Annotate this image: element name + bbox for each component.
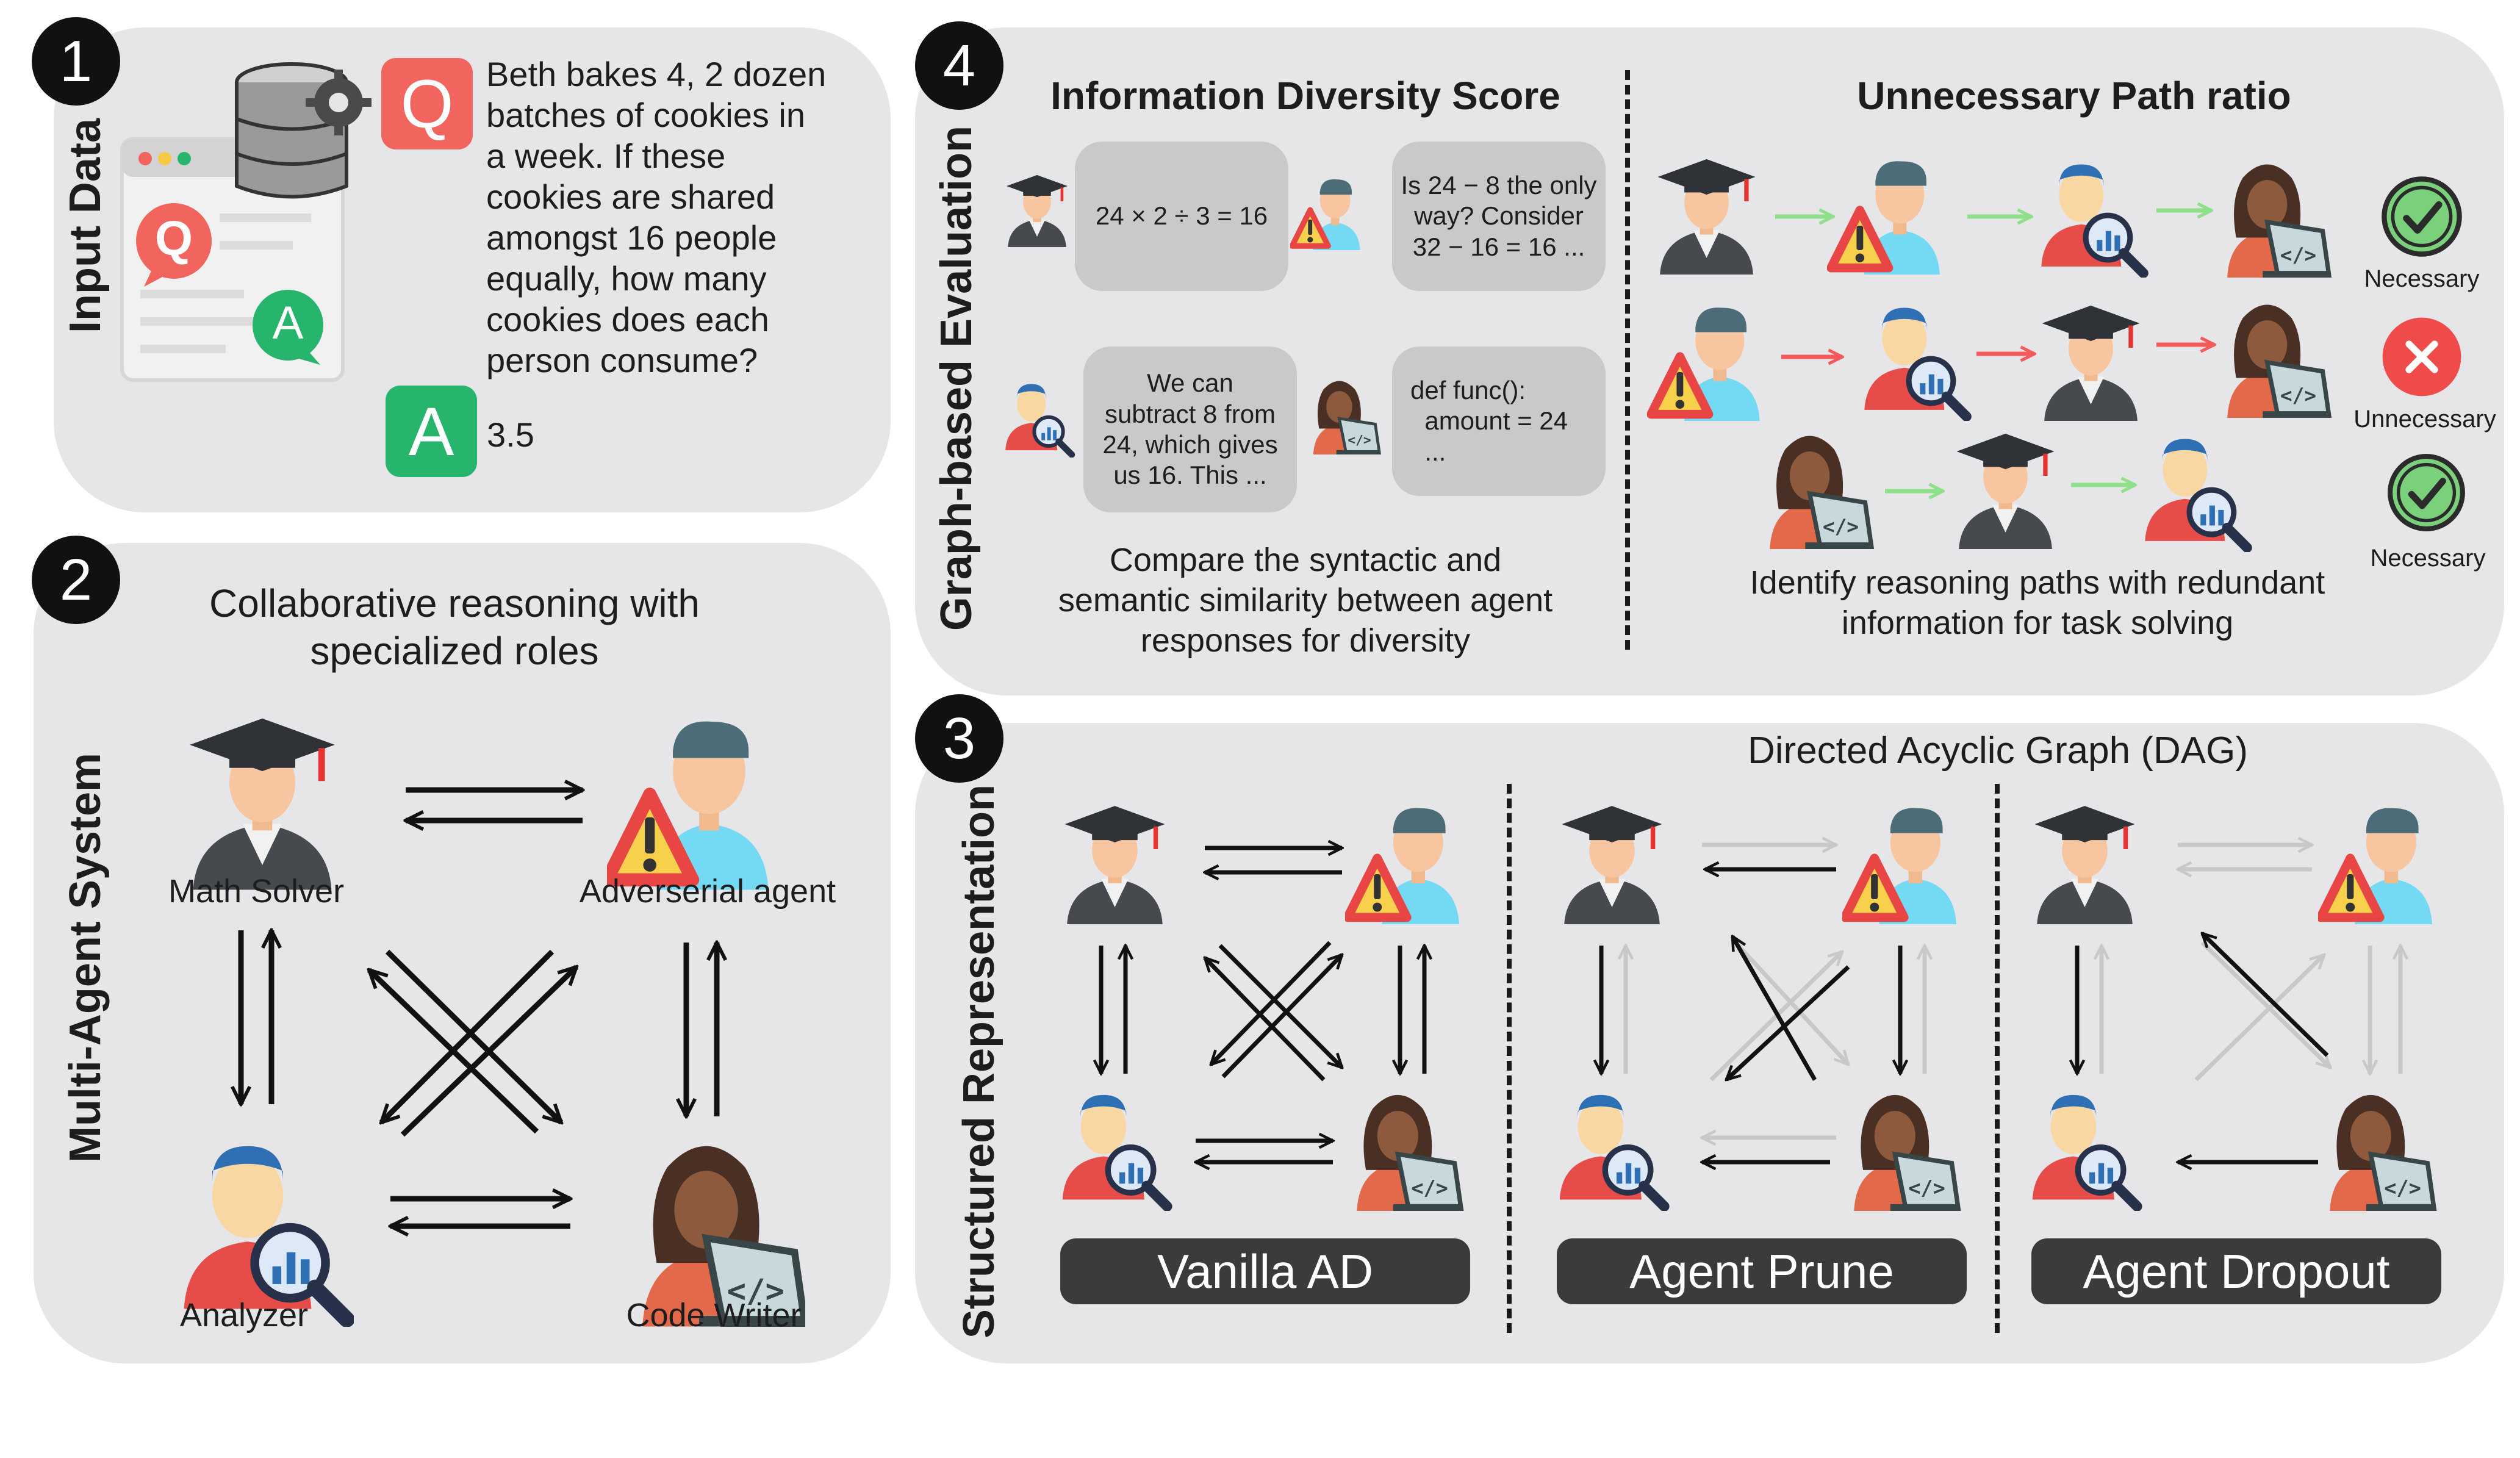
label-code-writer: Code Writer — [626, 1297, 802, 1334]
adversarial-agent-icon — [1290, 174, 1363, 250]
tile-line: subtract 8 from — [1104, 399, 1276, 428]
response-tile-analyzer: We can subtract 8 from 24, which gives u… — [1083, 347, 1297, 512]
path-caption: Identify reasoning paths with redundant … — [1641, 562, 2434, 643]
panel-label-structured-representation: Structured Representation — [955, 784, 1003, 1339]
code-writer-icon — [2214, 296, 2333, 418]
tile-line: way? Consider — [1414, 201, 1584, 231]
status-label: Necessary — [2364, 265, 2480, 292]
tile-line: us 16. This ... — [1113, 461, 1267, 490]
analyzer-icon — [2025, 1086, 2144, 1211]
math-solver-icon — [1553, 799, 1671, 924]
question-line: person consume? — [486, 341, 758, 379]
caption-line: Compare the syntactic and — [1109, 542, 1502, 578]
code-writer-icon — [2318, 1086, 2437, 1211]
question-line: Beth bakes 4, 2 dozen — [486, 55, 827, 93]
diversity-caption: Compare the syntactic and semantic simil… — [1000, 540, 1610, 661]
response-tile-code-writer: def func(): amount = 24 ... — [1392, 347, 1606, 496]
caption-line: Identify reasoning paths with redundant — [1750, 564, 2325, 601]
question-line: batches of cookies in — [486, 96, 805, 134]
answer-bubble-letter: A — [272, 297, 304, 349]
tile-line: 24, which gives — [1102, 430, 1278, 459]
question-line: amongst 16 people — [486, 218, 777, 257]
question-line: cookies are shared — [486, 178, 775, 216]
panel2-title-line: Collaborative reasoning with — [209, 581, 700, 625]
analyzer-icon — [2138, 430, 2254, 552]
variant-vanilla-ad: Vanilla AD — [1060, 1238, 1470, 1304]
dag-divider — [1507, 784, 1512, 1333]
panel-label-input-data: Input Data — [61, 118, 110, 333]
response-tile-math-solver: 24 × 2 ÷ 3 = 16 — [1075, 142, 1288, 291]
panel4-divider — [1625, 70, 1630, 650]
tile-line: 24 × 2 ÷ 3 = 16 — [1095, 201, 1268, 231]
adversarial-agent-icon — [2318, 799, 2437, 924]
answer-text: 3.5 — [487, 415, 534, 454]
dag-divider — [1995, 784, 2000, 1333]
question-badge: Q — [381, 58, 473, 149]
cross-icon — [2379, 314, 2464, 400]
variant-agent-dropout: Agent Dropout — [2031, 1238, 2441, 1304]
variant-agent-prune: Agent Prune — [1557, 1238, 1967, 1304]
adversarial-agent-icon — [1647, 299, 1766, 421]
question-line: cookies does each — [486, 300, 769, 339]
math-solver-icon — [1000, 171, 1074, 247]
caption-line: information for task solving — [1841, 605, 2234, 641]
question-bubble-letter: Q — [154, 211, 193, 265]
panel-label-multi-agent-system: Multi-Agent System — [61, 752, 110, 1163]
unnecessary-path-title: Unnecessary Path ratio — [1857, 74, 2291, 118]
diversity-score-title: Information Diversity Score — [1050, 74, 1560, 118]
response-tile-adversarial: Is 24 − 8 the only way? Consider 32 − 16… — [1392, 142, 1606, 291]
panel-number-2: 2 — [32, 536, 120, 624]
analyzer-icon — [1000, 378, 1077, 458]
adversarial-agent-icon — [1842, 799, 1961, 924]
analyzer-icon — [1055, 1086, 1174, 1211]
adversarial-agent-icon — [1345, 799, 1464, 924]
label-adversarial-agent: Adverserial agent — [579, 873, 836, 910]
caption-line: responses for diversity — [1140, 622, 1471, 659]
label-analyzer: Analyzer — [179, 1297, 309, 1334]
analyzer-icon — [1858, 299, 1973, 421]
math-solver-icon — [2031, 299, 2150, 421]
math-solver-icon — [1946, 427, 2065, 549]
panel2-title: Collaborative reasoning with specialized… — [153, 580, 756, 675]
code-writer-icon — [1842, 1086, 1961, 1211]
label-math-solver: Math Solver — [168, 873, 345, 910]
code-writer-icon — [1757, 427, 1876, 549]
question-text: Beth bakes 4, 2 dozen batches of cookies… — [486, 54, 826, 381]
status-label: Necessary — [2370, 545, 2486, 572]
math-solver-icon — [1055, 799, 1174, 924]
panel-number-3: 3 — [915, 694, 1003, 783]
tile-line: amount = 24 — [1410, 406, 1568, 436]
panel-number-1: 1 — [32, 17, 120, 106]
math-solver-icon — [1647, 153, 1766, 275]
code-writer-icon — [1345, 1086, 1464, 1211]
analyzer-icon — [1553, 1086, 1671, 1211]
analyzer-icon — [2034, 156, 2150, 278]
panel2-title-line: specialized roles — [310, 629, 599, 673]
tile-line: ... — [1410, 437, 1446, 466]
status-label: Unnecessary — [2353, 406, 2496, 433]
tile-line: def func(): — [1410, 375, 1526, 404]
math-solver-icon — [2025, 799, 2144, 924]
panel-number-4: 4 — [915, 21, 1003, 110]
math-solver-icon — [180, 708, 345, 891]
adversarial-agent-icon — [1827, 153, 1946, 275]
tile-line: We can — [1147, 368, 1233, 398]
answer-badge: A — [386, 386, 477, 477]
tile-line: 32 − 16 = 16 ... — [1412, 232, 1585, 261]
adversarial-agent-icon — [607, 708, 772, 891]
code-writer-icon — [2214, 156, 2333, 278]
code-writer-icon — [1305, 375, 1382, 454]
question-line: equally, how many — [486, 259, 767, 298]
dag-title: Directed Acyclic Graph (DAG) — [1748, 730, 2248, 772]
question-line: a week. If these — [486, 137, 726, 175]
tile-line: Is 24 − 8 the only — [1401, 170, 1597, 199]
caption-line: semantic similarity between agent — [1058, 582, 1553, 619]
panel-label-graph-based-evaluation: Graph-based Evaluation — [932, 125, 981, 631]
check-icon — [2385, 451, 2468, 534]
check-icon — [2379, 174, 2464, 259]
